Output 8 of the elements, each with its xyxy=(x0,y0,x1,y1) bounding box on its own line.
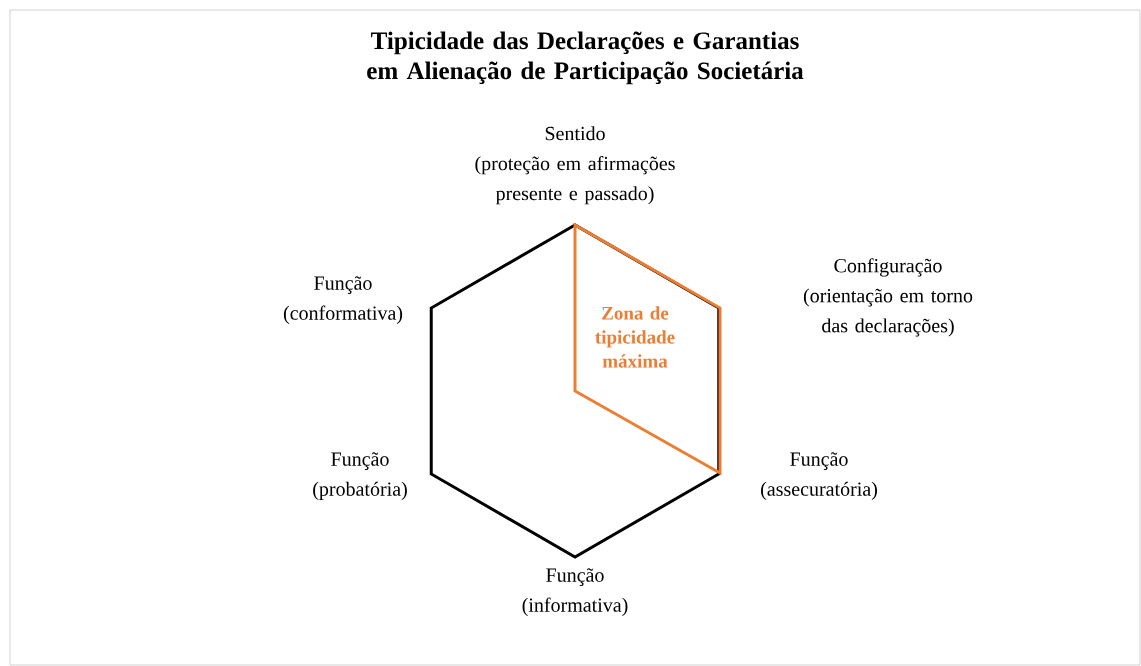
vertex-label: Configuração (orientação em torno das declarações) xyxy=(803,258,973,337)
vertex-label: Função (conformativa) xyxy=(283,276,403,324)
hexagon xyxy=(429,223,721,559)
title: Tipicidade das Declarações e Garantias em Alienação de Participação Societária xyxy=(367,31,804,85)
vertex-label: Função (probatória) xyxy=(313,452,407,500)
vertex-label: Sentido (proteção em afirmações presente e passado) xyxy=(475,126,675,205)
vertex-label: Função (informativa) xyxy=(522,568,628,616)
vertex-label: Função (assecuratória) xyxy=(761,452,877,500)
